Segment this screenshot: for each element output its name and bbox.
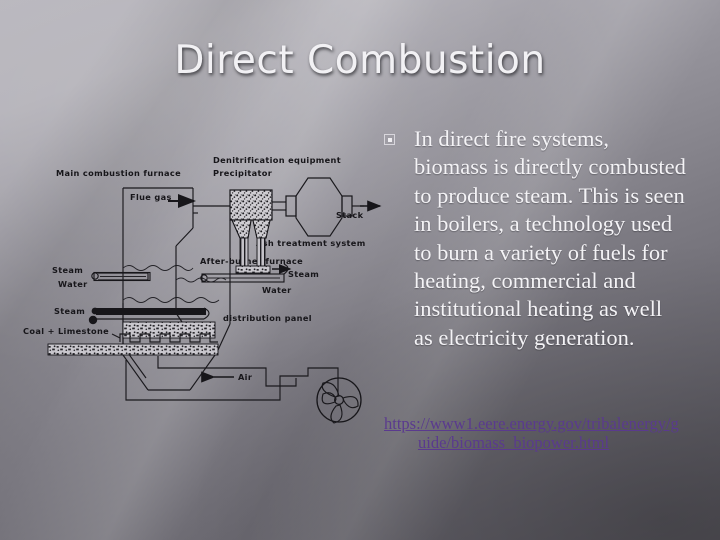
steam-coil-upper-right xyxy=(200,263,289,283)
diagram-label-main-combustion-furnace: Main combustion furnace xyxy=(56,168,181,178)
flue-gas-duct xyxy=(168,194,230,214)
body-text-block: In direct fire systems, biomass is direc… xyxy=(384,125,686,352)
diagram-label-steam-upper-right: Steam xyxy=(288,269,319,279)
air-duct xyxy=(125,356,339,401)
diagram-label-steam-upper-left: Steam xyxy=(52,265,83,275)
body-paragraph: In direct fire systems, biomass is direc… xyxy=(414,126,686,350)
bullet-list-item: In direct fire systems, biomass is direc… xyxy=(384,125,686,352)
diagram-label-stack: Stack xyxy=(336,210,364,220)
diagram-label-ash-treatment-system: Ash treatment system xyxy=(256,238,366,248)
source-hyperlink[interactable]: https://www1.eere.energy.gov/tribalenerg… xyxy=(384,414,679,452)
diagram-label-flue-gas: Flue gas xyxy=(130,192,172,202)
diagram-label-steam-lower-left: Steam xyxy=(54,306,85,316)
diagram-label-denitrification-equipment: Denitrification equipment xyxy=(213,155,341,165)
diagram-label-distribution-panel: distribution panel xyxy=(223,313,312,323)
slide-title: Direct Combustion xyxy=(174,38,546,83)
square-bullet-icon xyxy=(384,134,395,145)
steam-coil-upper-left xyxy=(91,271,151,282)
air-blower-fan xyxy=(316,377,362,424)
source-link-container: https://www1.eere.energy.gov/tribalenerg… xyxy=(384,414,684,452)
fluidised-bed xyxy=(47,321,219,356)
furnace-hopper xyxy=(122,354,216,391)
direct-combustion-diagram: Main combustion furnace Denitrification … xyxy=(8,128,393,433)
diagram-label-precipitator: Precipitator xyxy=(213,168,273,178)
diagram-label-water-upper-left: Water xyxy=(58,279,88,289)
diagram-label-air: Air xyxy=(238,372,253,382)
steam-bed-coil xyxy=(88,307,210,325)
denit-inlet-duct xyxy=(272,201,286,211)
diagram-label-coal-limestone: Coal + Limestone xyxy=(23,326,109,336)
precipitator-unit xyxy=(229,189,292,274)
denitrification-unit xyxy=(285,177,382,237)
diagram-label-after-burner-furnace: After-burner furnace xyxy=(200,256,303,266)
diagram-label-water-upper-right: Water xyxy=(262,285,292,295)
